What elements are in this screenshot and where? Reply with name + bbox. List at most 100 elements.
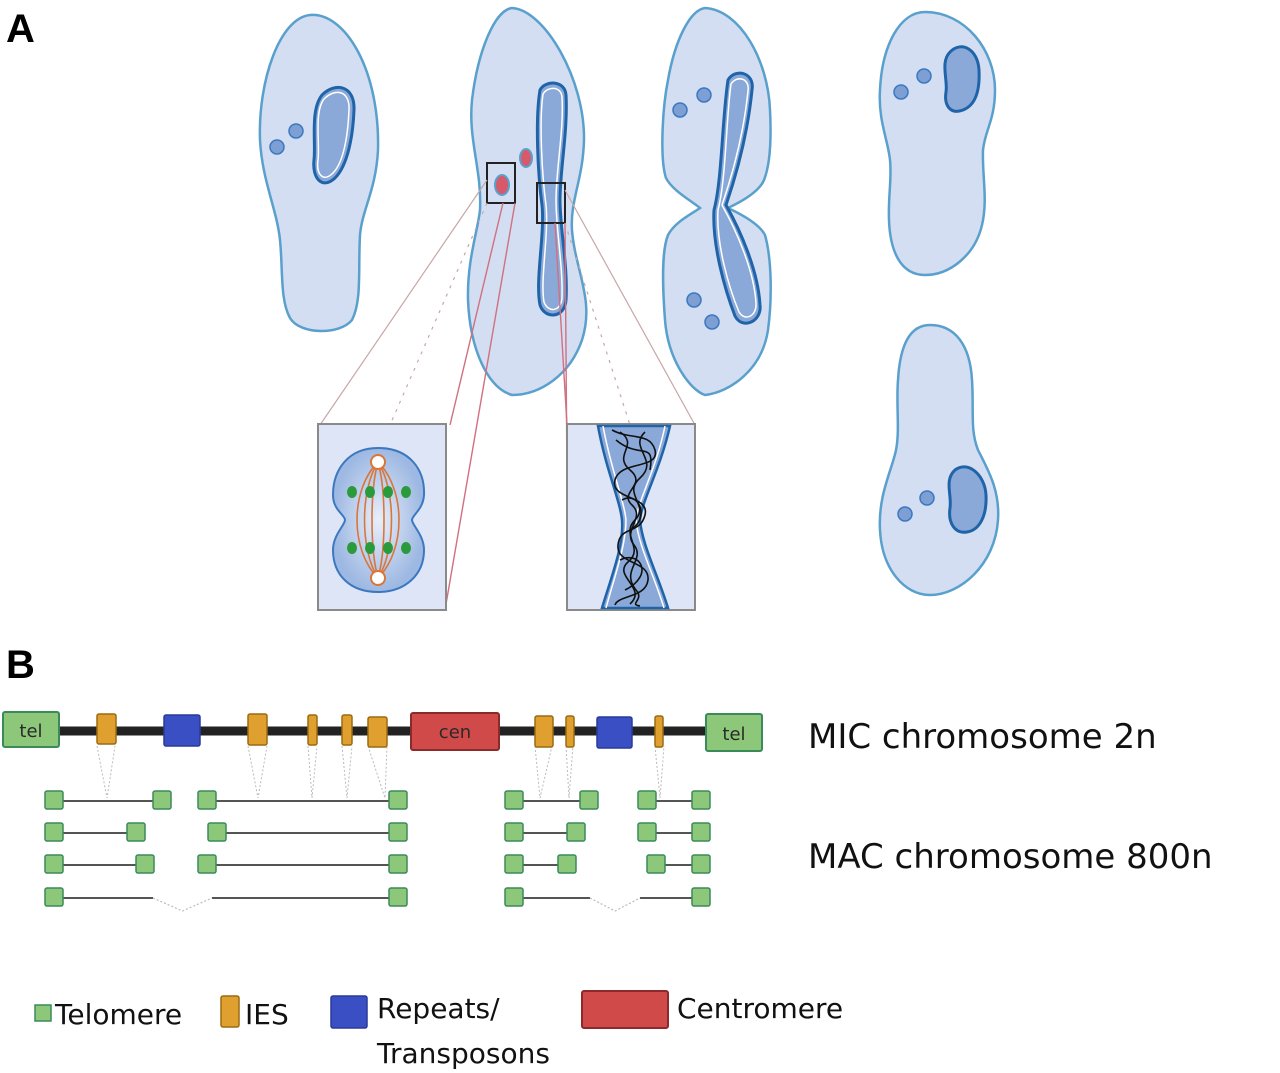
mic-zoom-box xyxy=(486,162,516,204)
ies-segment xyxy=(654,715,664,748)
mac-fragment xyxy=(646,854,711,874)
dividing-micronucleus xyxy=(331,446,426,594)
legend-swatch-centromere xyxy=(581,990,669,1029)
mac-fragment xyxy=(637,822,711,842)
mac-chromosomes xyxy=(44,790,711,912)
micronucleus xyxy=(696,87,712,103)
telomere-left xyxy=(207,822,227,842)
micronucleus-mitosis-inset xyxy=(317,423,447,611)
mac-zoom-box xyxy=(536,182,566,224)
micronucleus-mitotic xyxy=(494,174,510,196)
cell-body xyxy=(466,6,588,397)
micronucleus xyxy=(686,292,702,308)
mac-fragment xyxy=(504,887,711,912)
chromatin-tangle xyxy=(611,429,657,607)
legend-swatch-telomere xyxy=(34,1004,52,1022)
macronucleus-highlight xyxy=(540,87,564,311)
telomere-left xyxy=(44,822,64,842)
telomere-left xyxy=(504,822,524,842)
legend-item-telomere: Telomere xyxy=(34,998,182,1031)
legend-item-ies: IES xyxy=(220,995,289,1031)
telomere-left xyxy=(504,887,524,907)
telomere-left-label: tel xyxy=(19,721,42,742)
macronucleus xyxy=(312,85,356,185)
ies-excision-guides xyxy=(96,745,665,799)
micronucleus xyxy=(704,314,720,330)
telomere-left xyxy=(637,822,657,842)
telomere-left xyxy=(504,790,524,810)
telomere-left xyxy=(44,854,64,874)
micronucleus xyxy=(916,68,932,84)
telomere-left xyxy=(2,711,60,748)
micronucleus xyxy=(919,490,935,506)
telomere-right xyxy=(691,887,711,907)
telomere-right xyxy=(691,822,711,842)
mic-row-label: MIC chromosome 2n xyxy=(808,717,1157,757)
telomere-right xyxy=(152,790,172,810)
mac-fragment xyxy=(504,790,599,810)
ies-segment xyxy=(565,715,575,748)
telomere-left xyxy=(44,887,64,907)
telomere-right xyxy=(388,822,408,842)
telomere-right xyxy=(691,854,711,874)
centrosome-bottom xyxy=(370,570,386,586)
ies-segment xyxy=(534,715,554,748)
telomere-right-label: tel xyxy=(722,724,745,745)
cell-body xyxy=(878,10,997,277)
telomere-right xyxy=(691,790,711,810)
mac-fragment xyxy=(44,887,408,912)
telomere-right xyxy=(579,790,599,810)
ies-segment xyxy=(367,716,388,748)
legend-swatch-ies xyxy=(220,995,240,1028)
micronucleus xyxy=(672,102,688,118)
telomere-right xyxy=(388,887,408,907)
repeat-segment xyxy=(596,716,633,749)
ies-segment xyxy=(247,713,268,746)
macronucleus-constricted xyxy=(712,71,762,325)
telomere-left xyxy=(44,790,64,810)
panel-a xyxy=(258,6,1000,611)
legend-label-telomere: Telomere xyxy=(54,998,182,1031)
deletion-junction xyxy=(152,897,213,912)
mac-fragment xyxy=(44,822,146,842)
legend-label-repeats: Repeats/ xyxy=(377,992,500,1025)
telomere-right xyxy=(135,854,155,874)
cell-daughter-bottom xyxy=(878,323,1000,597)
telomere-right xyxy=(557,854,577,874)
mac-fragment xyxy=(197,854,408,874)
cell-interphase xyxy=(258,13,380,333)
ies-segment xyxy=(96,713,117,745)
ies-segment xyxy=(307,714,318,746)
mac-fragment xyxy=(637,790,711,810)
micronucleus xyxy=(288,123,304,139)
telomere-right xyxy=(388,854,408,874)
macronucleus xyxy=(947,465,988,534)
panel-b: tel cen tel MIC chromosome 2n MAC chromo… xyxy=(2,711,1213,1070)
micronucleus xyxy=(269,139,285,155)
macronucleus-highlight xyxy=(316,91,350,178)
legend-label-transposons: Transposons xyxy=(376,1037,550,1070)
chromatids xyxy=(347,486,411,554)
mic-chromosome: tel cen tel xyxy=(2,711,763,799)
mac-fragment xyxy=(44,790,172,810)
telomere-left xyxy=(646,854,666,874)
telomere-left xyxy=(197,854,217,874)
micronucleus xyxy=(897,506,913,522)
mac-fragment xyxy=(44,854,155,874)
panel-b-label: B xyxy=(6,643,35,687)
repeat-segment xyxy=(163,714,201,747)
mac-fragment xyxy=(197,790,408,810)
centromere-segment xyxy=(410,712,500,751)
legend-item-centromere: Centromere xyxy=(581,990,843,1029)
spindle-fibers xyxy=(356,461,400,579)
cell-dividing-constricted xyxy=(661,6,772,397)
cell-body xyxy=(878,323,1000,597)
cell-daughter-top xyxy=(878,10,997,277)
legend: Telomere IES Repeats/ Transposons Centro… xyxy=(34,990,843,1070)
macronucleus-highlight xyxy=(717,78,757,318)
macronucleus xyxy=(943,45,981,113)
telomere-right xyxy=(705,713,763,752)
deletion-junction xyxy=(589,897,641,912)
centromere-label: cen xyxy=(439,722,471,743)
